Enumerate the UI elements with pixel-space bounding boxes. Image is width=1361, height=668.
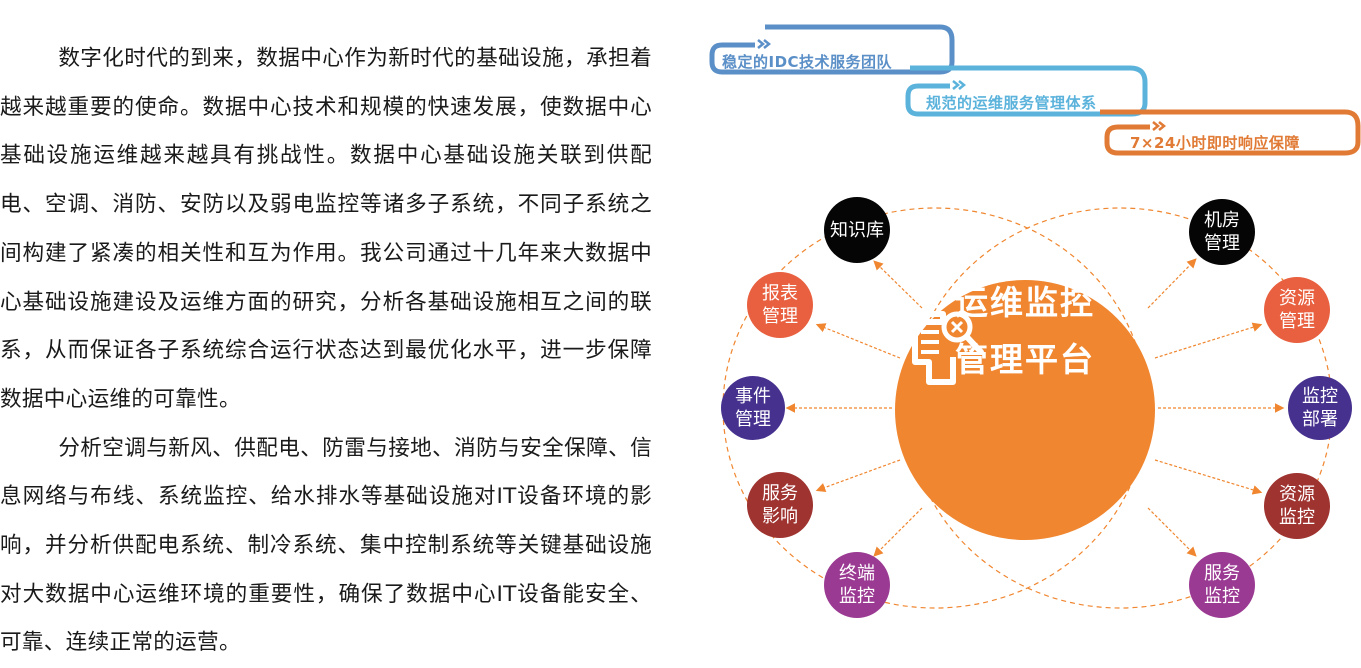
banner-1-frame	[709, 24, 955, 75]
ops-platform-diagram: 稳定的IDC技术服务团队 规范的运维服务管理体系 7×24小时即时响应保障 运维…	[700, 0, 1361, 647]
hub-title-line1: 运维监控	[955, 283, 1095, 322]
chevron-icon	[1152, 121, 1167, 131]
node-resource-management: 资源管理	[1264, 277, 1330, 343]
node-label-line1: 知识库	[830, 219, 884, 241]
node-label-line2: 影响	[762, 506, 798, 527]
node-label-line1: 服务	[1204, 563, 1240, 584]
node-label-line1: 报表	[762, 283, 798, 304]
banner-2-frame	[905, 65, 1148, 117]
node-label-line2: 管理	[1204, 233, 1240, 254]
node-label-line1: 资源	[1279, 288, 1315, 309]
document-search-icon	[907, 311, 984, 385]
article-text: 数字化时代的到来，数据中心作为新时代的基础设施，承担着越来越重要的使命。数据中心…	[0, 35, 652, 668]
node-knowledge-base: 知识库	[824, 197, 890, 263]
chevron-icon	[757, 39, 772, 49]
node-machine-room-management: 机房管理	[1189, 199, 1255, 265]
node-label-line2: 监控	[1279, 507, 1315, 528]
banner-2-label: 规范的运维服务管理体系	[926, 94, 1097, 112]
node-service-monitoring: 服务监控	[1189, 552, 1255, 618]
banner-3-frame	[1100, 109, 1361, 156]
node-label-line1: 事件	[735, 386, 771, 407]
node-label-line2: 监控	[1204, 586, 1240, 607]
ops-monitoring-platform-hub: 运维监控 管理平台	[895, 280, 1155, 540]
banner-3-label: 7×24小时即时响应保障	[1130, 134, 1300, 152]
node-label-line1: 机房	[1204, 210, 1240, 231]
connector-arrows	[785, 258, 1285, 557]
node-label-line2: 部署	[1302, 409, 1338, 430]
node-label-line1: 资源	[1279, 484, 1315, 505]
node-label-line1: 服务	[762, 483, 798, 504]
node-label-line2: 管理	[1279, 311, 1315, 332]
node-monitoring-deployment: 监控部署	[1288, 376, 1352, 440]
node-terminal-monitoring: 终端监控	[824, 552, 890, 618]
node-resource-monitoring: 资源监控	[1264, 473, 1330, 539]
node-report-management: 报表管理	[747, 272, 813, 338]
node-label-line2: 管理	[762, 306, 798, 327]
paragraph-2: 分析空调与新风、供配电、防雷与接地、消防与安全保障、信息网络与布线、系统监控、给…	[0, 435, 652, 656]
node-label-line1: 终端	[839, 563, 875, 584]
banner-1-label: 稳定的IDC技术服务团队	[722, 53, 893, 71]
node-label-line2: 监控	[839, 586, 875, 607]
paragraph-1: 数字化时代的到来，数据中心作为新时代的基础设施，承担着越来越重要的使命。数据中心…	[0, 46, 652, 412]
chevron-icon	[952, 80, 967, 90]
node-label-line1: 监控	[1302, 386, 1338, 407]
node-event-management: 事件管理	[721, 376, 785, 440]
node-label-line2: 管理	[735, 409, 771, 430]
node-service-impact: 服务影响	[747, 472, 813, 538]
